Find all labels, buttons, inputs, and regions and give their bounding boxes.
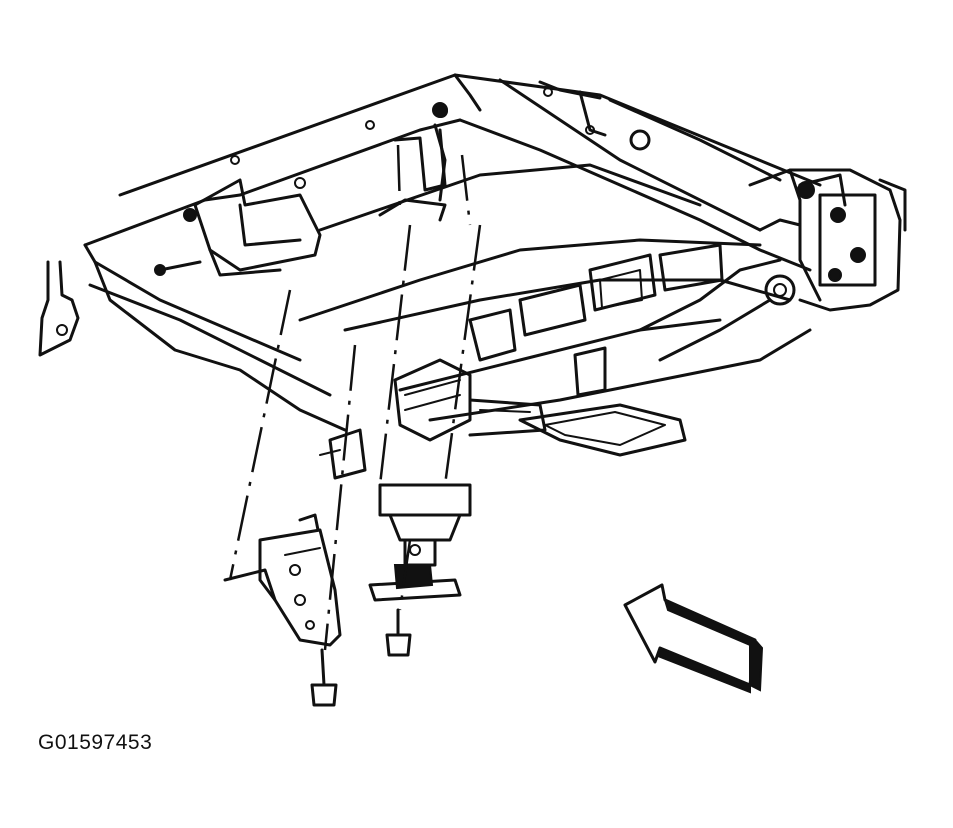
- bolt-upper-center: [434, 104, 448, 118]
- installation-guide-lines: [228, 144, 482, 651]
- fastener-bolts: [310, 104, 448, 707]
- lower-linkage-assembly: [368, 483, 472, 602]
- floor-pan-panels: [468, 243, 782, 397]
- upper-bracket: [154, 120, 375, 277]
- lower-bracket: [223, 513, 342, 647]
- left-bracket-fragment: [38, 260, 80, 357]
- rear-mount-assembly: [543, 87, 907, 312]
- bolt-lower-left: [310, 648, 338, 707]
- center-upper-bracket: [378, 102, 448, 222]
- direction-arrow: [623, 583, 764, 694]
- figure-id-label: G01597453: [38, 731, 153, 754]
- bolt-lower-center: [385, 608, 412, 657]
- vehicle-frame: [83, 73, 822, 457]
- center-mechanism: [319, 358, 547, 480]
